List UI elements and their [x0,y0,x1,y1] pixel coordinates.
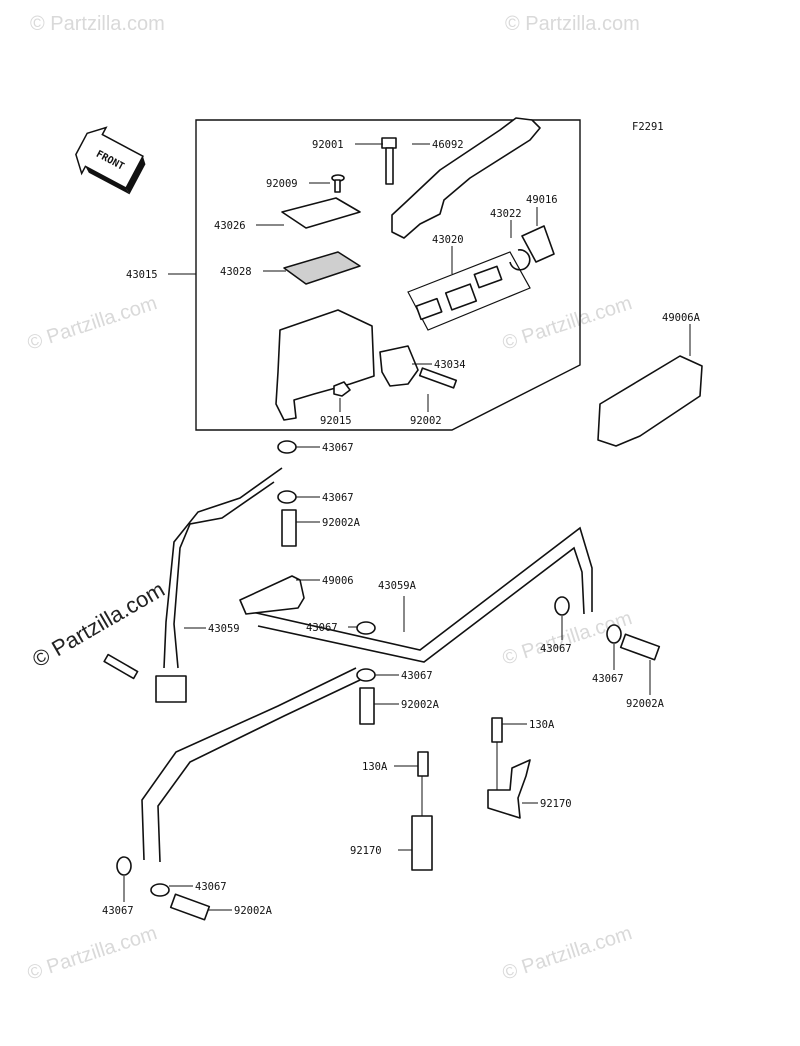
boot-49006 [239,575,305,615]
label-43015: 43015 [126,269,158,281]
label-43067-b: 43067 [322,492,354,504]
label-43059: 43059 [208,623,240,635]
diaphragm-43028 [283,251,361,285]
boot-49016 [521,225,555,263]
label-92009: 92009 [266,178,298,190]
callout-labels: 92001 46092 92009 43026 43022 49016 4302… [102,139,701,917]
label-43067-g: 43067 [195,881,227,893]
label-92015: 92015 [320,415,352,427]
master-cylinder-43015 [275,309,375,421]
label-43067-a: 43067 [322,442,354,454]
label-130A-a: 130A [529,719,555,731]
cap-43026 [281,197,361,229]
bolt-92001 [381,137,397,185]
leader-lines [123,143,691,911]
label-92002A-c: 92002A [626,698,665,710]
cover-49006A [597,355,703,447]
label-43020: 43020 [432,234,464,246]
label-92002A-b: 92002A [401,699,440,711]
label-43022: 43022 [490,208,522,220]
label-130A-b: 130A [362,761,388,773]
front-arrow-icon: FRONT [75,126,146,195]
label-43067-d: 43067 [401,670,433,682]
label-46092: 46092 [432,139,464,151]
label-43026: 43026 [214,220,246,232]
clamp-43034 [379,345,419,387]
circlip-43022 [509,249,531,271]
watermark-ml: © Partzilla.com [25,292,160,355]
brake-hose-assembly [141,467,593,863]
label-43067-h: 43067 [102,905,134,917]
lever-46092 [391,117,541,239]
nut-92015 [333,381,351,397]
label-43059A: 43059A [378,580,417,592]
banjo-bolts [103,509,661,921]
label-92170-b: 92170 [350,845,382,857]
label-92002A-d: 92002A [234,905,273,917]
watermark-tr: © Partzilla.com [505,13,640,35]
label-49016: 49016 [526,194,558,206]
label-92170-a: 92170 [540,798,572,810]
label-43028: 43028 [220,266,252,278]
label-92002: 92002 [410,415,442,427]
watermark-bl: © Partzilla.com [25,922,160,985]
label-92002A-a: 92002A [322,517,361,529]
watermark-tl: © Partzilla.com [30,13,165,35]
screw-92009 [331,174,345,193]
bolt-92002 [418,367,458,389]
washers [116,440,622,897]
piston-kit-43020 [407,251,531,331]
label-92001: 92001 [312,139,344,151]
label-43067-c: 43067 [306,622,338,634]
label-43067-f: 43067 [592,673,624,685]
label-43034: 43034 [434,359,466,371]
figure-code: F2291 [632,121,664,133]
clamp-hardware [411,717,531,871]
watermark-bc: © Partzilla.com [500,922,635,985]
watermark-diagonal: © Partzilla.com [28,577,169,673]
label-43067-e: 43067 [540,643,572,655]
watermark-mc: © Partzilla.com [500,292,635,355]
label-49006A: 49006A [662,312,701,324]
label-49006: 49006 [322,575,354,587]
